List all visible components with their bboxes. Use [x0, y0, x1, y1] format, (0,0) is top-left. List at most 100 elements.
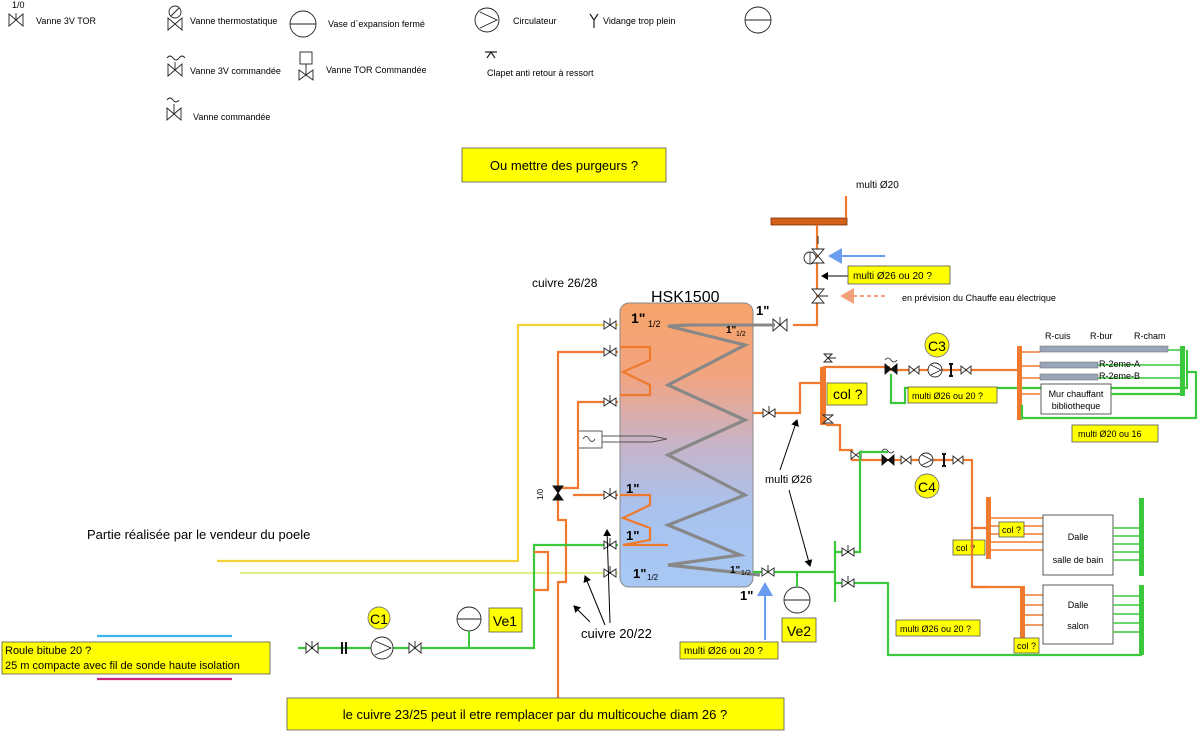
- note-purgeurs: Ou mettre des purgeurs ?: [461, 147, 667, 183]
- legend: 1/0 Vanne 3V TOR Vanne thermostatique Va…: [8, 0, 772, 122]
- dalle1a-text: Dalle: [1068, 532, 1089, 542]
- v3cmd-valve-c3: [884, 363, 898, 375]
- vcmd-icon: [166, 97, 180, 103]
- heater-element: [577, 430, 603, 449]
- tank-l5: 1": [633, 566, 646, 581]
- mur-chauffant-box: [1040, 383, 1112, 415]
- c4-label: C4: [918, 479, 936, 495]
- tank-l6: 1": [730, 565, 741, 576]
- tank-l4: 1": [626, 528, 639, 543]
- cuivre2022-label: cuivre 20/22: [581, 626, 652, 641]
- legend-vase-label: Vase d`expansion fermé: [328, 19, 425, 29]
- c3-badge: [924, 332, 950, 358]
- legend-vidange-label: Vidange trop plein: [603, 16, 675, 26]
- v3cmd-valve-c4: [881, 454, 895, 466]
- multi20ou16-text: multi Ø20 ou 16: [1078, 429, 1142, 439]
- roule2-text: 25 m compacte avec fil de sonde haute is…: [5, 660, 240, 672]
- drain-icon: [589, 13, 599, 28]
- check-valve-icon: [485, 50, 497, 59]
- col-main-label: col ?: [833, 386, 863, 402]
- yellow-pipe: [217, 323, 618, 563]
- question-text: le cuivre 23/25 peut il etre remplacer p…: [343, 707, 727, 722]
- left-valves: [603, 318, 617, 578]
- tank-coil: [663, 323, 761, 577]
- legend-vase: Vase d`expansion fermé: [289, 10, 425, 38]
- tank-l6-sub: 1/2: [741, 570, 751, 577]
- legend-circ: Circulateur: [474, 7, 557, 33]
- tank-l3: 1": [626, 481, 639, 496]
- dalle-salon-box: [1042, 584, 1114, 645]
- legend-circ-label: Circulateur: [513, 16, 557, 26]
- tank-l1: 1": [631, 310, 645, 326]
- ve1-label: Ve1: [493, 613, 517, 629]
- v3tor-icon: [8, 13, 24, 27]
- multi26ou20-bot-text: multi Ø26 ou 20 ?: [684, 646, 763, 657]
- mur1-text: Mur chauffant: [1049, 389, 1104, 399]
- legend-vidange: Vidange trop plein: [589, 13, 675, 28]
- legend-v3cmd-label: Vanne 3V commandée: [190, 66, 281, 76]
- circulator-c4: [918, 452, 934, 468]
- hot-water-branch: multi Ø20 multi Ø26 ou 20 ? en prévision…: [770, 180, 1056, 332]
- dalle2b-text: salon: [1067, 621, 1089, 631]
- left-piping: 1/0 cuivre 26/28 Partie réalisée par le …: [87, 276, 652, 707]
- mur2-text: bibliotheque: [1052, 401, 1101, 411]
- right-main-piping: col ? Ve2 multi Ø26 ou 20 ? multi Ø26: [679, 353, 1142, 660]
- roule-note: Roule bitube 20 ? 25 m compacte avec fil…: [1, 634, 271, 681]
- v3tor-mark: 1/0: [12, 0, 25, 10]
- legend-vtorcmd-label: Vanne TOR Commandée: [326, 65, 427, 75]
- c3-collector: [1017, 346, 1022, 420]
- r2b-label: R-2eme-B: [1099, 371, 1140, 381]
- top-collector: [770, 217, 848, 226]
- c1-label: C1: [370, 611, 388, 627]
- tank-l5-sub: 1/2: [647, 573, 659, 582]
- legend-blank-symbol: [744, 6, 772, 34]
- tank-hsk1500: HSK1500 1" 1/2 1" 1/2 1" 1" 1" 1/2 1" 1/…: [577, 289, 775, 603]
- col-main-bar: [820, 367, 826, 425]
- tank-l2: 1": [726, 325, 737, 336]
- question-note: le cuivre 23/25 peut il etre remplacer p…: [286, 697, 785, 731]
- salon-collector-out: [1020, 586, 1025, 646]
- io-mark-left: 1/0: [536, 488, 545, 500]
- dalle-sdb-box: [1042, 514, 1114, 576]
- c3-label: C3: [928, 338, 946, 354]
- c4-badge: [914, 473, 940, 499]
- legend-v3cmd: Vanne 3V commandée: [166, 55, 281, 77]
- col-a-label: col ?: [1002, 525, 1021, 535]
- circulator-icon: [474, 7, 500, 33]
- vtorcmd-icon: [299, 51, 313, 65]
- dalle1b-text: salle de bain: [1053, 555, 1104, 565]
- legend-vcmd: Vanne commandée: [166, 97, 270, 122]
- radiators-row: [1039, 345, 1169, 353]
- circulator-c1: [370, 636, 394, 660]
- tank-l2-sub: 1/2: [736, 331, 746, 338]
- sdb-collector-out: [986, 497, 991, 559]
- cuivre2628-label: cuivre 26/28: [532, 276, 598, 290]
- tank-top-right-label: 1": [756, 303, 769, 318]
- tank-bottom-label: 1": [740, 588, 753, 603]
- multi26ou20-c4-text: multi Ø26 ou 20 ?: [900, 624, 971, 634]
- chauffe-eau-text: en prévision du Chauffe eau électrique: [902, 293, 1056, 303]
- r-cham-label: R-cham: [1134, 331, 1166, 341]
- v3tor-valve-left: [552, 485, 564, 501]
- legend-vtorcmd: Vanne TOR Commandée: [298, 51, 427, 81]
- multi26-label: multi Ø26: [765, 474, 812, 486]
- r2a-label: R-2eme-A: [1099, 359, 1140, 369]
- c4-branch: C4 col ? col ? Dalle salle de bain Dalle…: [881, 448, 1144, 655]
- v3cmd-icon: [166, 55, 186, 61]
- c1-badge: [367, 606, 391, 630]
- legend-v3tor: 1/0 Vanne 3V TOR: [8, 0, 97, 27]
- legend-clapet-label: Clapet anti retour à ressort: [487, 68, 594, 78]
- multi26ou20-c3-text: multi Ø26 ou 20 ?: [912, 391, 983, 401]
- dalle2a-text: Dalle: [1068, 600, 1089, 610]
- multi26ou20-top-text: multi Ø26 ou 20 ?: [853, 271, 932, 282]
- legend-v3tor-label: Vanne 3V TOR: [36, 16, 97, 26]
- col-b-label: col ?: [956, 543, 975, 553]
- r-bur-label: R-bur: [1090, 331, 1113, 341]
- partie-label: Partie réalisée par le vendeur du poele: [87, 527, 310, 542]
- legend-vcmd-label: Vanne commandée: [193, 112, 270, 122]
- tank-title: HSK1500: [651, 289, 720, 306]
- legend-clapet: Clapet anti retour à ressort: [485, 50, 594, 78]
- legend-thermo-label: Vanne thermostatique: [190, 16, 277, 26]
- r-cuis-label: R-cuis: [1045, 331, 1071, 341]
